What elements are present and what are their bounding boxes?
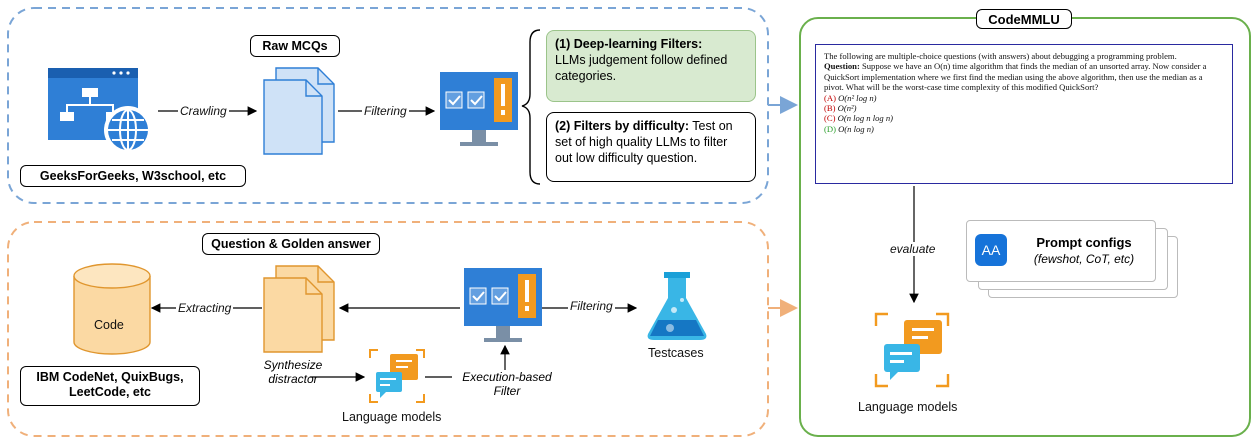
option-a: (A) O(n² log n)	[824, 92, 877, 103]
testcases-flask-icon	[647, 272, 707, 340]
raw-mcq-region	[7, 7, 769, 204]
prompt-configs-title: Prompt configs	[1036, 235, 1132, 250]
golden-documents-icon	[263, 265, 335, 353]
filter2-text: Test on set of high quality LLMs to filt…	[555, 119, 733, 165]
question-intro: The following are multiple-choice questi…	[824, 51, 1177, 61]
prompt-config-icon: AA	[975, 234, 1007, 266]
question-text: Suppose we have an O(n) time algorithm t…	[824, 61, 1207, 93]
code-database-icon	[73, 263, 151, 355]
filter2-title: (2) Filters by difficulty:	[555, 119, 690, 133]
deep-learning-filter-box: (1) Deep-learning Filters: LLMs judgemen…	[546, 30, 756, 102]
code-label: Code	[94, 318, 124, 332]
testcases-label: Testcases	[648, 346, 704, 360]
execution-monitor-icon	[464, 268, 542, 342]
language-models-bottom-label: Language models	[342, 410, 442, 424]
filter-monitor-icon	[440, 72, 518, 146]
sample-question-card: The following are multiple-choice questi…	[815, 44, 1233, 184]
edge-synthesize-label: Synthesize distractor	[263, 358, 323, 386]
edge-filtering-label: Filtering	[362, 104, 409, 118]
edge-extracting-label: Extracting	[176, 301, 234, 315]
brace	[521, 29, 541, 185]
prompt-configs-card: AA Prompt configs (fewshot, CoT, etc)	[966, 220, 1156, 282]
question-label: Question:	[824, 61, 860, 72]
edge-execution-label: Execution-based Filter	[452, 370, 562, 398]
prompt-configs-subtitle: (fewshot, CoT, etc)	[1033, 252, 1135, 266]
edge-evaluate-label: evaluate	[888, 242, 938, 256]
option-b: (B) O(n²)	[824, 103, 857, 114]
language-model-icon	[369, 349, 425, 403]
difficulty-filter-box: (2) Filters by difficulty: Test on set o…	[546, 112, 756, 182]
source-datasets-label: IBM CodeNet, QuixBugs, LeetCode, etc	[20, 366, 200, 406]
option-d: (D) O(n log n)	[824, 123, 874, 134]
website-sitemap-icon	[48, 68, 152, 154]
question-golden-title: Question & Golden answer	[202, 233, 380, 255]
edge-crawling-label: Crawling	[178, 104, 229, 118]
codemmlu-title: CodeMMLU	[976, 9, 1072, 29]
filter1-text: LLMs judgement follow defined categories…	[555, 53, 728, 83]
option-c: (C) O(n log n log n)	[824, 113, 894, 124]
language-models-eval-label: Language models	[858, 400, 958, 414]
language-model-eval-icon	[874, 312, 950, 388]
filter1-title: (1) Deep-learning Filters:	[555, 37, 703, 51]
edge-filtering-bottom-label: Filtering	[568, 299, 615, 313]
source-websites-label: GeeksForGeeks, W3school, etc	[20, 165, 246, 187]
raw-mcqs-title: Raw MCQs	[250, 35, 340, 57]
golden-answer-region	[7, 221, 769, 437]
raw-documents-icon	[263, 67, 335, 155]
